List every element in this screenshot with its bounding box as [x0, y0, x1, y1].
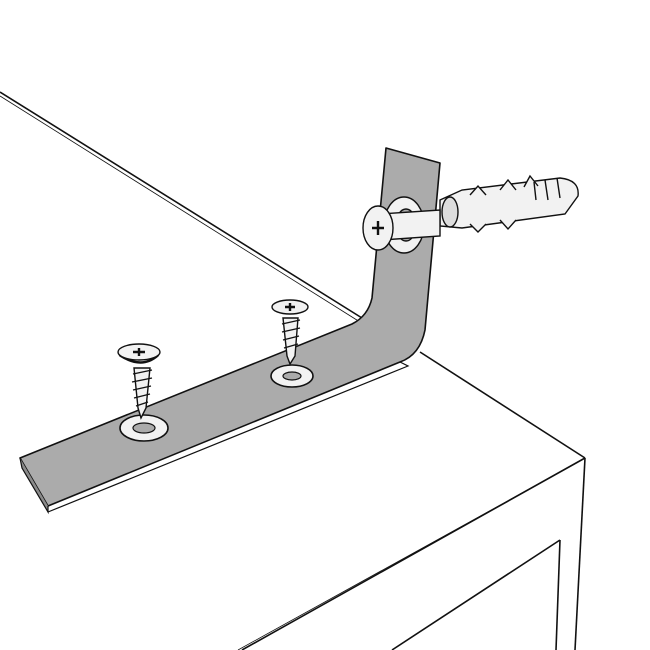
screw-left: [117, 343, 161, 420]
washer-middle: [270, 364, 314, 388]
bracket-thickness: [19, 457, 49, 515]
cabinet: [0, 91, 586, 650]
cabinet-drawer-side: [555, 539, 561, 650]
washer-left: [119, 414, 169, 442]
bracket-body: [19, 147, 441, 507]
cabinet-side-top-edge: [419, 351, 586, 459]
angle-bracket: [19, 147, 441, 515]
cabinet-drawer-edge: [391, 539, 561, 650]
wall-plug-anchor: [439, 174, 579, 233]
bracket-fold-line: [47, 361, 410, 513]
cabinet-back-edge-inner: [0, 95, 361, 323]
cabinet-front-top-edge-inner: [237, 461, 579, 650]
cabinet-back-edge: [0, 91, 363, 319]
screw-middle: [271, 299, 309, 366]
wall-screw: [362, 196, 441, 254]
cabinet-corner-vertical: [574, 457, 586, 650]
